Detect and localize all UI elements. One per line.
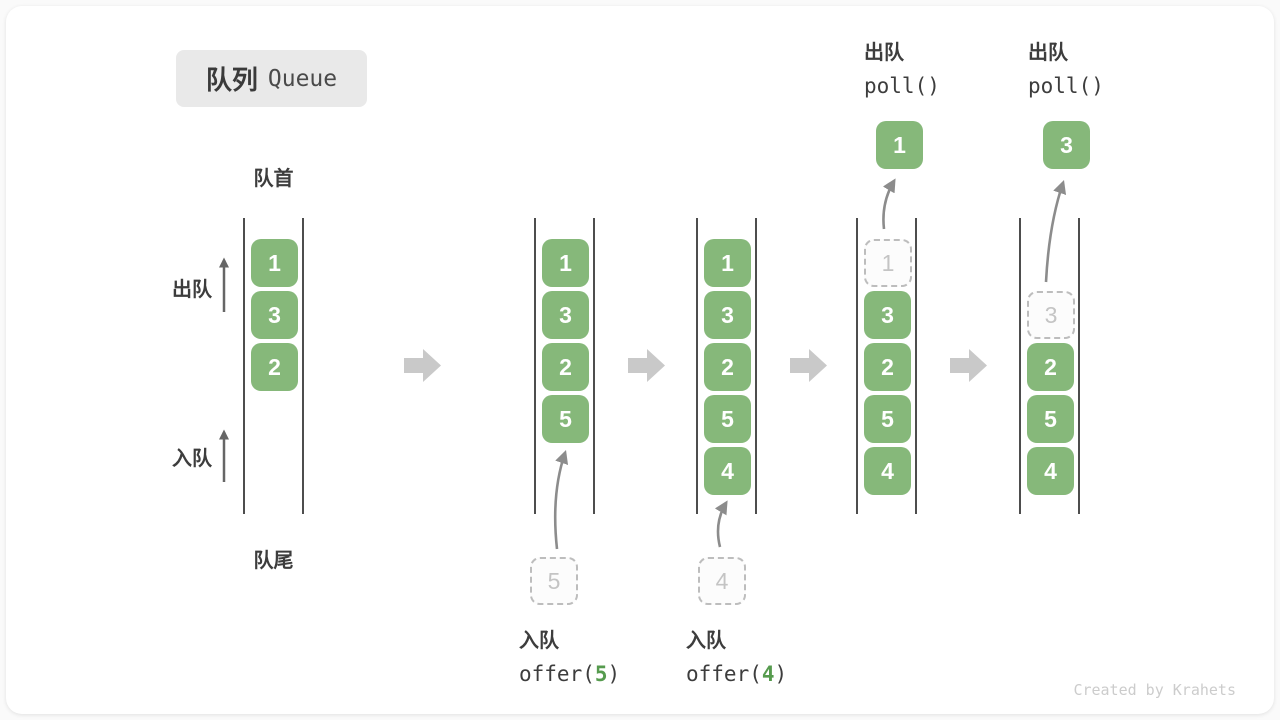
queue-item: 4 — [704, 447, 751, 495]
queue-item: 4 — [1027, 447, 1074, 495]
queue-item: 2 — [542, 343, 589, 391]
queue-item: 5 — [704, 395, 751, 443]
queue-item: 1 — [251, 239, 298, 287]
queue-column-state-4: 1 3 2 5 4 — [856, 218, 917, 514]
queue-column-state-3: 1 3 2 5 4 — [696, 218, 757, 514]
title-box: 队列 Queue — [176, 50, 367, 107]
queue-column-state-5: 3 2 5 4 — [1019, 218, 1080, 514]
queue-item: 1 — [704, 239, 751, 287]
op-code: poll() — [1028, 74, 1104, 98]
queue-item: 5 — [1027, 395, 1074, 443]
title-en: Queue — [267, 65, 338, 92]
queue-item: 4 — [864, 447, 911, 495]
queue-item: 5 — [864, 395, 911, 443]
incoming-item-5: 5 — [530, 557, 578, 605]
queue-item: 5 — [542, 395, 589, 443]
queue-item: 2 — [704, 343, 751, 391]
op-zh: 出队 — [864, 42, 904, 64]
op-code: poll() — [864, 74, 940, 98]
queue-rear-label: 队尾 — [253, 550, 294, 572]
queue-front-label: 队首 — [253, 168, 294, 190]
title-zh: 队列 — [205, 65, 258, 95]
op-zh: 入队 — [519, 630, 559, 652]
watermark: Created by Krahets — [1073, 681, 1236, 699]
queue-item: 3 — [251, 291, 298, 339]
op-code: offer(4) — [686, 662, 788, 686]
step-arrow-icon — [628, 349, 665, 382]
op-zh: 入队 — [686, 630, 726, 652]
diagram-canvas: 队列 Queue 队首 队尾 出队 入队 1 3 2 1 3 2 5 5 入队 … — [6, 6, 1274, 714]
queue-item: 2 — [251, 343, 298, 391]
queue-item: 3 — [864, 291, 911, 339]
op-code: offer(5) — [519, 662, 621, 686]
dequeue-side-label: 出队 — [172, 279, 212, 301]
queue-item: 3 — [542, 291, 589, 339]
removed-item-slot-1: 1 — [864, 239, 912, 287]
queue-column-state-2: 1 3 2 5 — [534, 218, 595, 514]
dequeue-op-label-1: 出队 poll() — [864, 36, 940, 98]
queue-column-state-1: 1 3 2 — [243, 218, 304, 514]
step-arrow-icon — [950, 349, 987, 382]
arrows-overlay — [219, 178, 1067, 550]
enqueue-op-label-5: 入队 offer(5) — [519, 624, 620, 686]
removed-item-slot-2: 3 — [1027, 291, 1075, 339]
polled-item-1: 1 — [876, 121, 923, 169]
enqueue-side-label: 入队 — [172, 448, 212, 470]
queue-item: 2 — [1027, 343, 1074, 391]
queue-item: 3 — [704, 291, 751, 339]
queue-item: 1 — [542, 239, 589, 287]
enqueue-op-label-4: 入队 offer(4) — [686, 624, 787, 686]
polled-item-3: 3 — [1043, 121, 1090, 169]
dequeue-op-label-3: 出队 poll() — [1028, 36, 1104, 98]
step-arrow-icon — [404, 349, 441, 382]
step-arrow-icon — [790, 349, 827, 382]
incoming-item-4: 4 — [698, 557, 746, 605]
op-zh: 出队 — [1028, 42, 1068, 64]
queue-item: 2 — [864, 343, 911, 391]
